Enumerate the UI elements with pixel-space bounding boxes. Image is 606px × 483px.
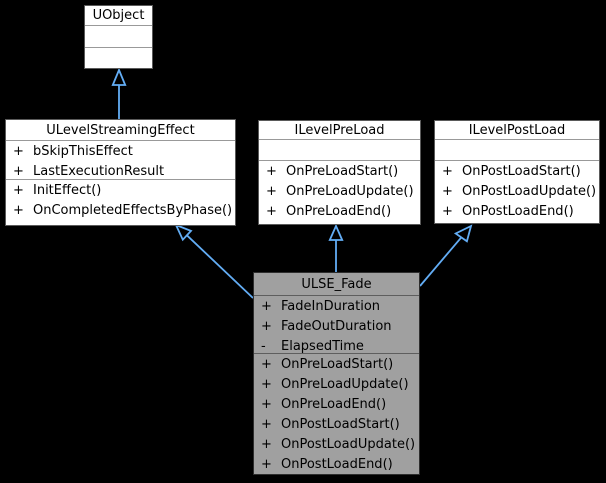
attribute-row: + FadeOutDuration	[261, 317, 413, 337]
attributes-compartment: + FadeInDuration + FadeOutDuration - Ela…	[254, 296, 419, 354]
member-name: OnPostLoadEnd()	[281, 457, 393, 472]
class-title: ILevelPreLoad	[259, 121, 420, 140]
visibility-symbol: +	[13, 164, 24, 179]
visibility-symbol: +	[261, 357, 272, 372]
operations-compartment: + OnPostLoadStart() + OnPostLoadUpdate()…	[435, 161, 599, 223]
class-title: UObject	[85, 6, 152, 26]
class-box-ilevelpreload[interactable]: ILevelPreLoad + OnPreLoadStart() + OnPre…	[258, 120, 421, 225]
member-name: OnCompletedEffectsByPhase()	[33, 203, 233, 218]
visibility-symbol: +	[261, 457, 272, 472]
operation-row: + OnPostLoadUpdate()	[442, 182, 597, 202]
operation-row: + OnPostLoadStart()	[442, 162, 593, 182]
operations-compartment: + OnPreLoadStart() + OnPreLoadUpdate() +…	[254, 354, 419, 476]
visibility-symbol: +	[266, 204, 277, 219]
class-box-ilevelpostload[interactable]: ILevelPostLoad + OnPostLoadStart() + OnP…	[434, 120, 600, 224]
member-name: InitEffect()	[33, 183, 102, 198]
attributes-compartment: + bSkipThisEffect + LastExecutionResult	[6, 141, 235, 180]
member-name: OnPostLoadUpdate()	[462, 184, 597, 199]
visibility-symbol: +	[261, 377, 272, 392]
visibility-symbol: +	[261, 437, 272, 452]
member-name: OnPostLoadStart()	[462, 164, 581, 179]
visibility-symbol: +	[442, 184, 453, 199]
member-name: OnPostLoadUpdate()	[281, 437, 416, 452]
operations-compartment	[85, 48, 152, 68]
inheritance-arrow-fade-to-postload	[419, 224, 473, 287]
operation-row: + OnPostLoadEnd()	[442, 202, 593, 222]
visibility-symbol: +	[442, 164, 453, 179]
member-name: OnPreLoadUpdate()	[286, 184, 414, 199]
operation-row: + InitEffect()	[13, 181, 229, 201]
inheritance-arrow-fade-to-preload	[328, 223, 344, 272]
class-box-ulevelstreamingeffect[interactable]: ULevelStreamingEffect + bSkipThisEffect …	[5, 119, 236, 226]
visibility-symbol: +	[13, 203, 24, 218]
member-name: OnPostLoadEnd()	[462, 204, 574, 219]
visibility-symbol: +	[261, 417, 272, 432]
member-name: FadeOutDuration	[281, 319, 392, 334]
class-title: ULevelStreamingEffect	[6, 120, 235, 141]
attribute-row: + FadeInDuration	[261, 297, 413, 317]
operation-row: + OnPreLoadEnd()	[266, 202, 414, 222]
inheritance-arrow-streamingeffect-to-uobject	[111, 67, 127, 119]
operation-row: + OnPostLoadUpdate()	[261, 435, 416, 455]
visibility-symbol: +	[442, 204, 453, 219]
member-name: ElapsedTime	[281, 339, 364, 354]
attribute-row: - ElapsedTime	[261, 337, 413, 357]
attribute-row: + LastExecutionResult	[13, 162, 229, 182]
visibility-symbol: +	[261, 319, 272, 334]
attributes-compartment	[259, 140, 420, 161]
inheritance-arrow-fade-to-streamingeffect	[174, 223, 254, 299]
visibility-symbol: +	[261, 299, 272, 314]
member-name: LastExecutionResult	[33, 164, 165, 179]
attribute-row: + bSkipThisEffect	[13, 142, 229, 162]
class-box-ulse-fade: ULSE_Fade + FadeInDuration + FadeOutDura…	[253, 272, 420, 475]
visibility-symbol: +	[266, 184, 277, 199]
operation-row: + OnPreLoadStart()	[261, 355, 413, 375]
visibility-symbol: +	[13, 144, 24, 159]
operation-row: + OnPostLoadEnd()	[261, 455, 413, 475]
class-box-uobject[interactable]: UObject	[84, 5, 153, 69]
visibility-symbol: +	[266, 164, 277, 179]
operations-compartment: + OnPreLoadStart() + OnPreLoadUpdate() +…	[259, 161, 420, 224]
member-name: OnPreLoadEnd()	[286, 204, 392, 219]
operation-row: + OnPostLoadStart()	[261, 415, 413, 435]
class-title: ILevelPostLoad	[435, 121, 599, 140]
operation-row: + OnPreLoadStart()	[266, 162, 414, 182]
member-name: FadeInDuration	[281, 299, 381, 314]
visibility-symbol: +	[13, 183, 24, 198]
operation-row: + OnCompletedEffectsByPhase()	[13, 201, 233, 221]
operations-compartment: + InitEffect() + OnCompletedEffectsByPha…	[6, 180, 235, 225]
visibility-symbol: -	[261, 339, 266, 354]
member-name: OnPreLoadStart()	[281, 357, 394, 372]
member-name: bSkipThisEffect	[33, 144, 133, 159]
attributes-compartment	[435, 140, 599, 161]
operation-row: + OnPreLoadUpdate()	[261, 375, 413, 395]
operation-row: + OnPreLoadEnd()	[261, 395, 413, 415]
member-name: OnPreLoadEnd()	[281, 397, 387, 412]
visibility-symbol: +	[261, 397, 272, 412]
member-name: OnPostLoadStart()	[281, 417, 400, 432]
class-title: ULSE_Fade	[254, 273, 419, 296]
attributes-compartment	[85, 26, 152, 48]
member-name: OnPreLoadStart()	[286, 164, 399, 179]
operation-row: + OnPreLoadUpdate()	[266, 182, 414, 202]
member-name: OnPreLoadUpdate()	[281, 377, 409, 392]
